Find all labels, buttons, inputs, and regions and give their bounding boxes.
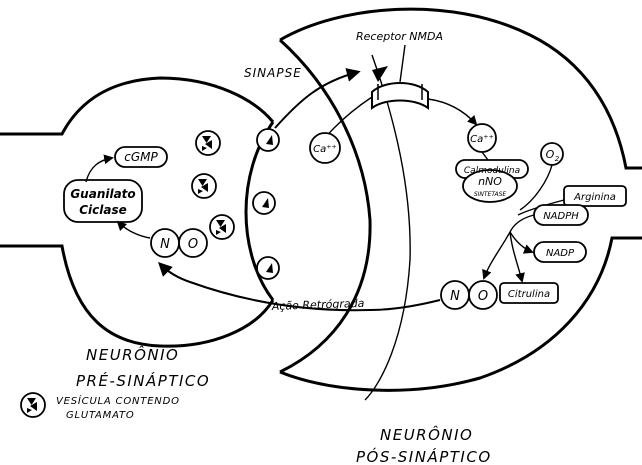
receptor-label: Receptor NMDA	[356, 30, 443, 43]
postsynaptic-label-1: NEURÔNIO	[380, 425, 473, 444]
nadp-label: NADP	[546, 248, 575, 259]
guanylate-label-1: Guanilato	[70, 187, 135, 201]
presynaptic-label-1: NEURÔNIO	[86, 345, 179, 364]
synaptic-vesicle-icon	[210, 215, 234, 239]
no-left-n-label: N	[160, 237, 170, 252]
ca-left-label: Ca⁺⁺	[313, 144, 337, 155]
ca-right-label: Ca⁺⁺	[470, 134, 494, 145]
no-left-o-label: O	[188, 237, 198, 252]
nnos-label-2: SINTETASE	[474, 191, 507, 198]
to-no-arrow	[484, 232, 510, 278]
no-to-gc-arrow	[118, 222, 150, 238]
nadph-line	[510, 215, 534, 232]
postsynaptic-label-2: PÓS-SINÁPTICO	[356, 447, 492, 465]
gc-to-cgmp-arrow	[86, 158, 112, 182]
arginine-label: Arginina	[573, 192, 616, 203]
guanylate-label-2: Ciclase	[79, 203, 127, 217]
citrulline-label: Citrulina	[508, 289, 550, 300]
nnos-label-1: nNO	[478, 175, 502, 188]
no-right-n-label: N	[450, 289, 460, 304]
cgmp-label: cGMP	[124, 150, 158, 164]
o2-label: O	[546, 148, 555, 161]
legend-label-2: GLUTAMATO	[66, 410, 135, 421]
nadph-label: NADPH	[543, 211, 579, 222]
docked-vesicle-icon	[257, 129, 279, 151]
o2-subscript: 2	[555, 155, 560, 163]
legend-label-1: VESÍCULA CONTENDO	[56, 394, 180, 407]
presynaptic-label-2: PRÉ-SINÁPTICO	[76, 371, 210, 390]
ca-flow-arrow	[428, 99, 476, 124]
docked-vesicle-icon	[257, 257, 279, 279]
legend-vesicle-icon	[21, 393, 45, 417]
synapse-label: SINAPSE	[244, 66, 302, 80]
no-right-o-label: O	[478, 289, 488, 304]
docked-vesicle-icon	[253, 192, 275, 214]
synaptic-vesicle-icon	[192, 174, 216, 198]
synaptic-vesicle-icon	[196, 131, 220, 155]
ca-to-calmodulin-line	[482, 152, 488, 160]
